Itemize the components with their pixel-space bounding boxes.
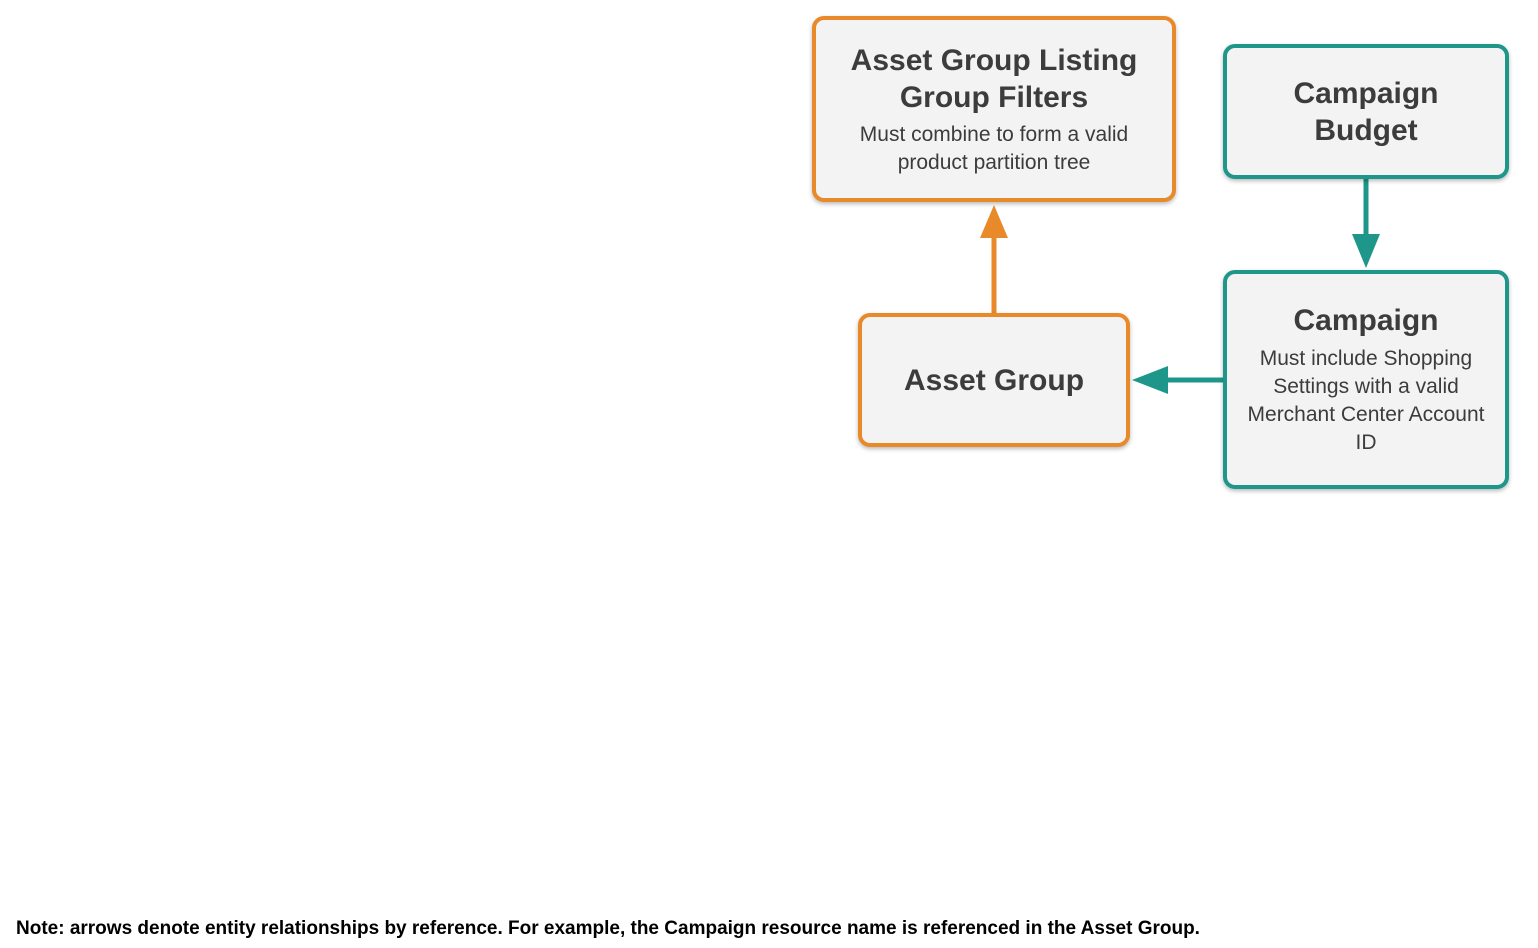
node-description: Must include Shopping Settings with a va…	[1247, 347, 1485, 454]
arrow-campaign-to-asset-group	[1132, 366, 1223, 394]
node-title: Campaign	[1293, 304, 1439, 337]
arrow-budget-to-campaign	[1352, 179, 1380, 268]
arrow-asset-group-to-filters-head	[980, 205, 1008, 238]
campaign-budget-node: Campaign Budget	[1223, 44, 1509, 179]
asset-group-listing-group-filters-node: Asset Group Listing Group Filters Must c…	[812, 16, 1176, 202]
footnote: Note: arrows denote entity relationships…	[16, 918, 1200, 939]
arrow-asset-group-to-filters	[980, 205, 1008, 313]
arrow-campaign-to-asset-group-head	[1132, 366, 1168, 394]
asset-group-node: Asset Group	[858, 313, 1130, 447]
node-title: Campaign Budget	[1293, 76, 1439, 147]
campaign-node: Campaign Must include Shopping Settings …	[1223, 270, 1509, 489]
node-title: Asset Group Listing Group Filters	[850, 43, 1138, 114]
node-description: Must combine to form a valid product par…	[859, 122, 1129, 174]
node-title: Asset Group	[903, 363, 1085, 397]
arrow-budget-to-campaign-head	[1352, 234, 1380, 268]
